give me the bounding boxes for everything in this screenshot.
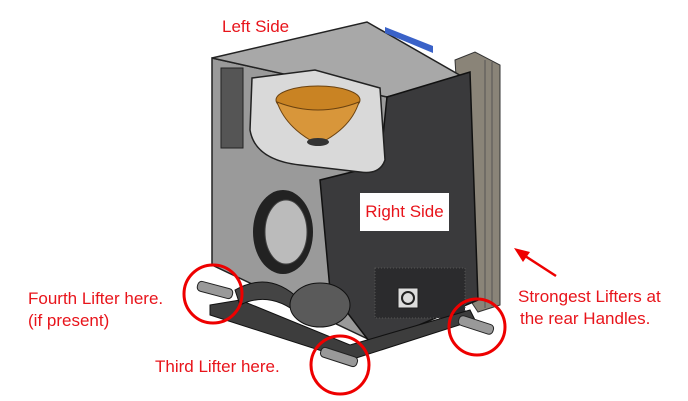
fourth-lifter-label: Fourth Lifter here. [28,289,164,308]
fourth-lifter-circle [182,263,244,325]
third-lifter-circle [309,334,371,396]
third-lifter-label: Third Lifter here. [155,357,280,376]
blower [289,282,351,328]
fan-icon [397,287,419,309]
fourth-lifter-note: (if present) [28,311,110,330]
blue-strip [385,27,433,53]
right-side-box: Right Side [360,193,449,231]
base-frame [209,299,476,361]
arrow-icon [514,248,557,278]
left-side-label: Left Side [222,17,290,36]
right-side-label: Right Side [365,202,444,221]
porthole [253,190,313,274]
funnel [275,85,361,146]
left-window [220,67,244,149]
rear-lifter-circle [447,297,507,357]
strongest-lifters-label-2: the rear Handles. [520,309,651,328]
lifter-bars [196,280,495,368]
vent-grill [374,267,466,319]
strongest-lifters-label-1: Strongest Lifters at [518,287,661,306]
